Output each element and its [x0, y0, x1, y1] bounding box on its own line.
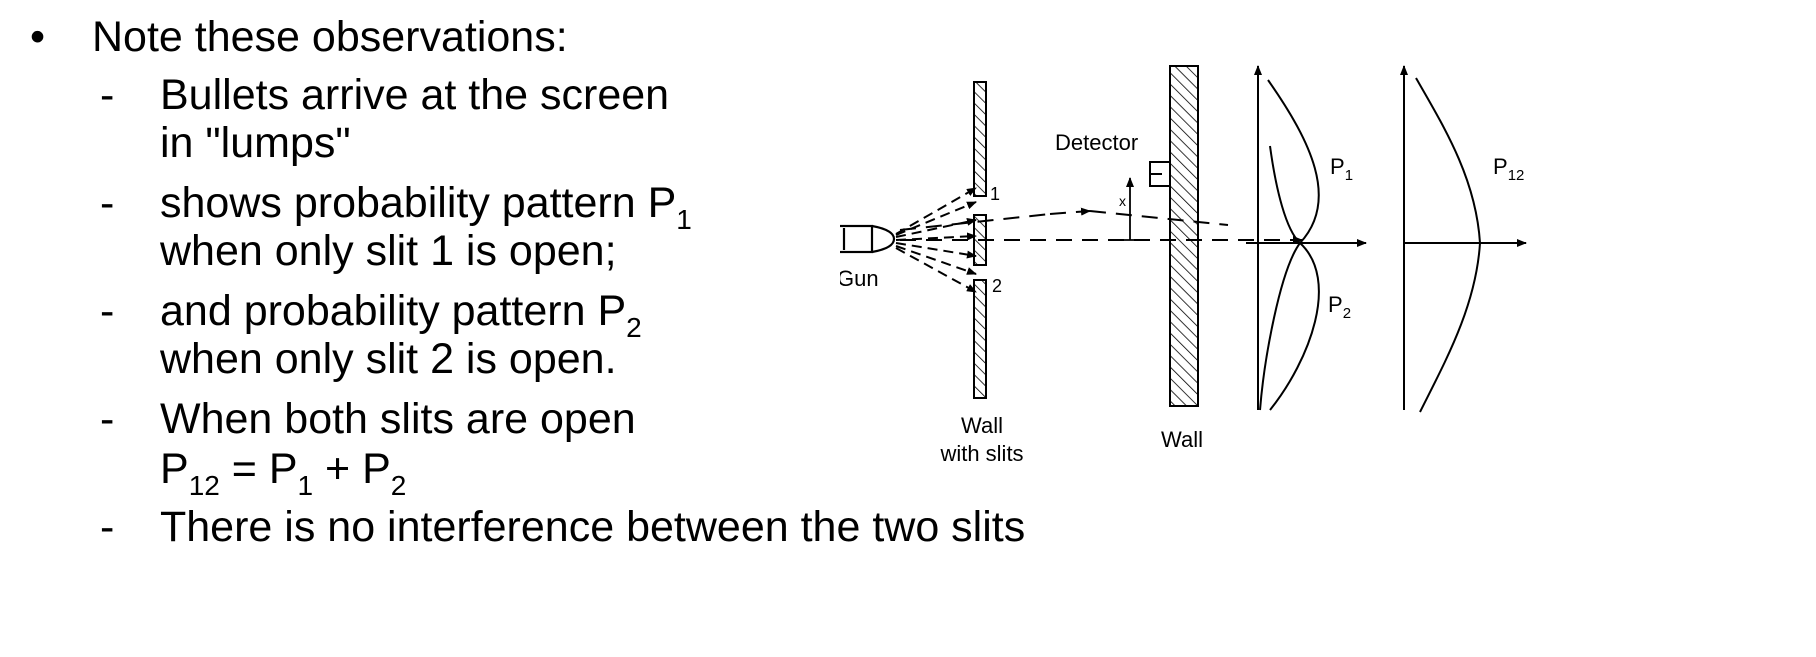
- item-3-line-2: when only slit 2 is open.: [160, 335, 617, 383]
- dash-marker: -: [100, 287, 115, 335]
- path-slit-1-to-detector: [1089, 210, 1229, 226]
- slit-1-label: 1: [990, 184, 1000, 204]
- eq-plus-p: + P: [313, 445, 391, 493]
- p1-p2-plot: [1246, 65, 1367, 411]
- eq-a-sub: 1: [297, 470, 314, 501]
- slit-2-label: 2: [992, 276, 1002, 296]
- observations-list: • Note these observations: - Bullets arr…: [0, 0, 1025, 657]
- p12-plot: [1400, 65, 1527, 413]
- item-4-line-1: When both slits are open: [160, 395, 636, 443]
- wall-slits-top-segment: [973, 81, 987, 197]
- p12-curve: [1415, 77, 1482, 413]
- p12-letter: P: [1493, 154, 1508, 179]
- p2-label: P2: [1328, 292, 1351, 322]
- p12-subscript: 12: [1508, 167, 1525, 184]
- double-slit-diagram: Gun 1 2 Wall with slits Wall Detector x: [840, 65, 1527, 466]
- gun-body: [840, 224, 874, 254]
- item-1-line-1: Bullets arrive at the screen: [160, 71, 670, 119]
- p1-letter: P: [1330, 154, 1345, 179]
- back-wall: [1169, 65, 1199, 407]
- bullet-path: [895, 242, 977, 259]
- dash-marker: -: [100, 71, 115, 119]
- wall-slits-label-line-1: Wall: [961, 413, 1003, 438]
- gun-muzzle: [871, 224, 896, 254]
- p1-label: P1: [1330, 154, 1353, 184]
- dash-marker: -: [100, 395, 115, 443]
- item-2-line-1: shows probability pattern P1: [160, 178, 692, 234]
- eq-p-sub: 12: [188, 470, 220, 501]
- item-1-line-2: in "lumps": [160, 119, 351, 167]
- eq-b-sub: 2: [390, 470, 407, 501]
- item-3-subscript: 2: [626, 312, 642, 343]
- eq-equals-p: = P: [219, 445, 298, 493]
- dash-marker: -: [100, 179, 115, 227]
- p2-subscript: 2: [1343, 305, 1351, 322]
- wall-label: Wall: [1161, 427, 1203, 452]
- p1-curve: [1259, 79, 1320, 411]
- item-3-line-1: and probability pattern P2: [160, 286, 642, 342]
- gun-label: Gun: [840, 266, 879, 291]
- wall-slits-label-line-2: with slits: [939, 441, 1023, 466]
- x-label: x: [1119, 193, 1126, 209]
- heading: Note these observations:: [92, 13, 568, 61]
- wall-with-slits: [973, 81, 987, 399]
- x-axis-indicator: [1122, 177, 1140, 241]
- item-5-line-1: There is no interference between the two…: [160, 503, 1026, 551]
- dash-marker: -: [100, 503, 115, 551]
- item-2-subscript: 1: [676, 204, 692, 235]
- path-arrow: [1049, 207, 1091, 216]
- p2-curve: [1269, 145, 1320, 411]
- bullet-path: [895, 232, 977, 241]
- item-2-text: shows probability pattern P: [160, 179, 677, 227]
- p12-label: P12: [1493, 154, 1524, 184]
- detector-label: Detector: [1055, 130, 1138, 155]
- eq-p: P: [160, 445, 189, 493]
- trajectory-lines: [899, 207, 1303, 244]
- bullet-path: [895, 201, 977, 236]
- bullet-marker: •: [30, 13, 46, 61]
- wall-slits-bottom-segment: [973, 279, 987, 399]
- p1-subscript: 1: [1345, 167, 1353, 184]
- detector-icon: [1149, 161, 1170, 187]
- item-3-text: and probability pattern P: [160, 287, 627, 335]
- bullet-path: [895, 245, 977, 275]
- gun-icon: [840, 224, 896, 254]
- wall-slits-middle-segment: [973, 214, 987, 266]
- p2-letter: P: [1328, 292, 1343, 317]
- item-4-equation: P12 = P1 + P2: [160, 444, 406, 500]
- item-2-line-2: when only slit 1 is open;: [160, 227, 617, 275]
